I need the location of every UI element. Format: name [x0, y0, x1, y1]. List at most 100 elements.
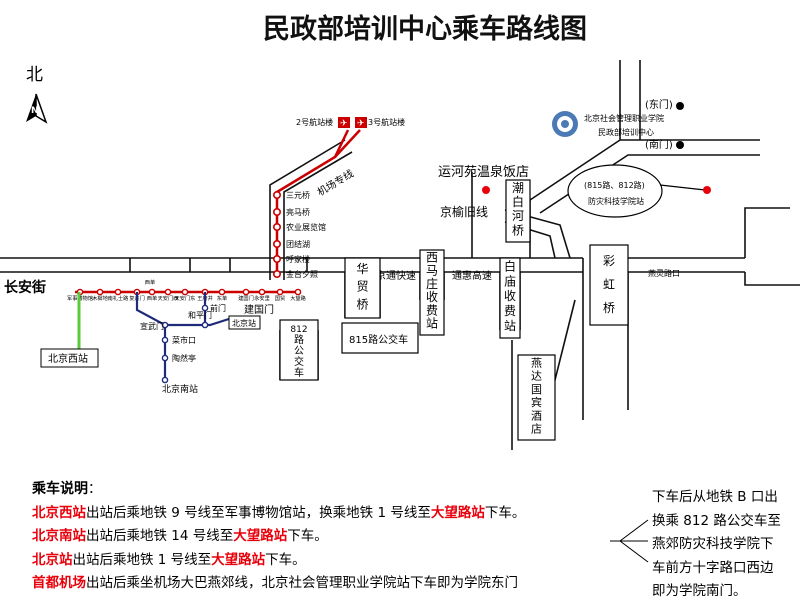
bridge-char-caihong: 虹	[603, 278, 615, 292]
bridge-box-baimiao	[499, 257, 521, 339]
instruction-text: 出站后乘地铁 1 号线至	[72, 551, 212, 568]
line1-station-label: 国贸	[275, 294, 285, 302]
map-title: 民政部培训中心乘车路线图	[263, 13, 587, 45]
bridge-char-xima: 西	[426, 250, 438, 264]
instruction-station: 北京南站	[32, 528, 86, 544]
instruction-line: 北京站出站后乘地铁 1 号线至大望路站下车。	[32, 549, 652, 573]
bridge-box-chaobai	[505, 179, 531, 243]
airport-station-dot	[272, 191, 281, 200]
south-station-label: 陶然亭	[172, 353, 196, 363]
bus-815-label: 815路公交车	[349, 333, 408, 346]
side-note-line: 下车后从地铁 B 口出	[652, 489, 778, 505]
bridge-char-chaobai: 潮	[512, 180, 524, 195]
side-note-line: 即为学院南门。	[652, 583, 747, 599]
line1-top-label: 西单	[145, 278, 155, 286]
bridge-char-baimiao: 庙	[504, 274, 516, 288]
south-station-dot	[161, 321, 169, 329]
note-arrow	[610, 519, 649, 563]
yunhe-dot	[482, 186, 490, 194]
south-station-label: 前门	[210, 303, 226, 313]
airport-station-dot	[272, 255, 281, 264]
road-label-jichang: 机场专线	[315, 167, 356, 199]
line1-station-dot	[258, 288, 266, 296]
svg-text:✈: ✈	[357, 119, 365, 129]
line1-station-label: 木樨地	[92, 294, 108, 302]
instruction-text: 出站后乘地铁 9 号线至军事博物馆站，换乘地铁 1 号线至	[86, 504, 431, 521]
instruction-dest: 大望路站	[211, 551, 266, 568]
bridge-char-yanda: 国	[531, 383, 542, 396]
line1-station-dot	[181, 288, 189, 296]
south-station-dot	[201, 304, 209, 312]
line1-station-label: 东单	[217, 294, 227, 302]
instructions-panel: 乘车说明： 北京西站出站后乘地铁 9 号线至军事博物馆站，换乘地铁 1 号线至大…	[32, 478, 652, 596]
east-gate-label: (东门)	[645, 98, 673, 111]
place-label-yunhe: 运河苑温泉饭店	[438, 164, 529, 180]
school-logo-icon	[552, 111, 578, 137]
side-note-line: 燕郊防灾科技学院下	[652, 536, 774, 552]
north-label: 北	[26, 65, 43, 85]
line1-station-label: 大望路	[290, 294, 306, 302]
bridge-char-huamao: 桥	[356, 297, 368, 311]
bridge-box-huamao	[344, 257, 381, 319]
bridge-char-yanda: 店	[531, 422, 542, 436]
line1-station-dot	[114, 288, 122, 296]
north-compass-icon: 北 N	[26, 65, 48, 124]
bridge-char-yanda: 达	[531, 370, 542, 383]
airport-station-dot	[272, 269, 281, 278]
svg-text:N: N	[31, 106, 39, 116]
line1-station-label: 南礼士路	[108, 294, 130, 302]
line1-station-label: 天安门西	[158, 294, 179, 302]
south-station-label: 北京南站	[162, 383, 198, 395]
line1-station-dot	[294, 288, 302, 296]
south-station-dot	[161, 354, 169, 362]
bridge-box-caihong	[589, 244, 629, 326]
bridge-char-baimiao: 费	[504, 304, 516, 318]
instruction-text: 出站后乘地铁 14 号线至	[86, 528, 234, 544]
instruction-station: 北京西站	[32, 504, 86, 521]
south-gate-dot	[676, 141, 684, 149]
bridge-char-yanda: 燕	[531, 356, 542, 369]
south-station-dot	[201, 321, 209, 329]
airport-t2-label: 2号航站楼	[296, 117, 333, 127]
bus-812-char: 路	[294, 333, 304, 346]
svg-text:✈: ✈	[340, 119, 348, 129]
bridge-char-huamao: 华	[356, 262, 368, 276]
bus-815-box	[341, 322, 419, 354]
road-label-jingtong: 京通快速	[376, 269, 416, 282]
line1-station-label: 天安门东	[175, 294, 196, 302]
bridge-char-xima: 庄	[426, 276, 438, 291]
airport-station-dot	[272, 208, 281, 217]
instructions-heading: 乘车说明	[32, 481, 88, 497]
airport-station-label: 亮马桥	[286, 207, 310, 217]
bridge-box-yanda	[517, 354, 556, 441]
side-note-line: 车前方十字路口西边	[652, 559, 774, 576]
bridge-char-baimiao: 站	[504, 319, 516, 333]
callout-line-2: 防灾科技学院站	[588, 196, 644, 206]
bridge-char-caihong: 彩	[603, 254, 615, 268]
bridge-box-xima	[419, 249, 445, 336]
airport-station-label: 呼家楼	[286, 254, 310, 264]
instruction-text: 出站后乘坐机场大巴燕郊线，北京社会管理职业学院站下车即为学院东门	[86, 575, 518, 591]
bridge-char-baimiao: 收	[504, 289, 516, 303]
bus-812-char: 公	[294, 346, 304, 357]
bridge-char-chaobai: 白	[512, 194, 524, 209]
road-label-tonghui: 通惠高速	[452, 269, 492, 282]
south-station-label: 宣武门	[140, 321, 164, 331]
airport-station-label: 金台夕照	[286, 269, 318, 279]
line1-station-dot	[96, 288, 104, 296]
airport-t3-label: 3号航站楼	[368, 117, 405, 127]
bridge-char-caihong: 桥	[603, 301, 615, 315]
line1-station-dot	[218, 288, 226, 296]
instruction-station: 北京站	[32, 551, 73, 568]
bridge-char-huamao: 贸	[356, 280, 368, 294]
line1-station-label: 永安里	[254, 294, 270, 302]
bus-812-char: 交	[294, 355, 304, 368]
line1-station-dot	[164, 288, 172, 296]
south-station-dot	[161, 376, 169, 384]
south-station-label: 菜市口	[172, 335, 196, 345]
bridge-char-chaobai: 桥	[512, 223, 524, 237]
callout-line-1: (815路、812路)	[584, 180, 645, 190]
school-station-dot	[703, 186, 711, 194]
road-label-changan: 长安街	[4, 279, 46, 296]
plane-icon-t2: ✈	[338, 117, 350, 129]
